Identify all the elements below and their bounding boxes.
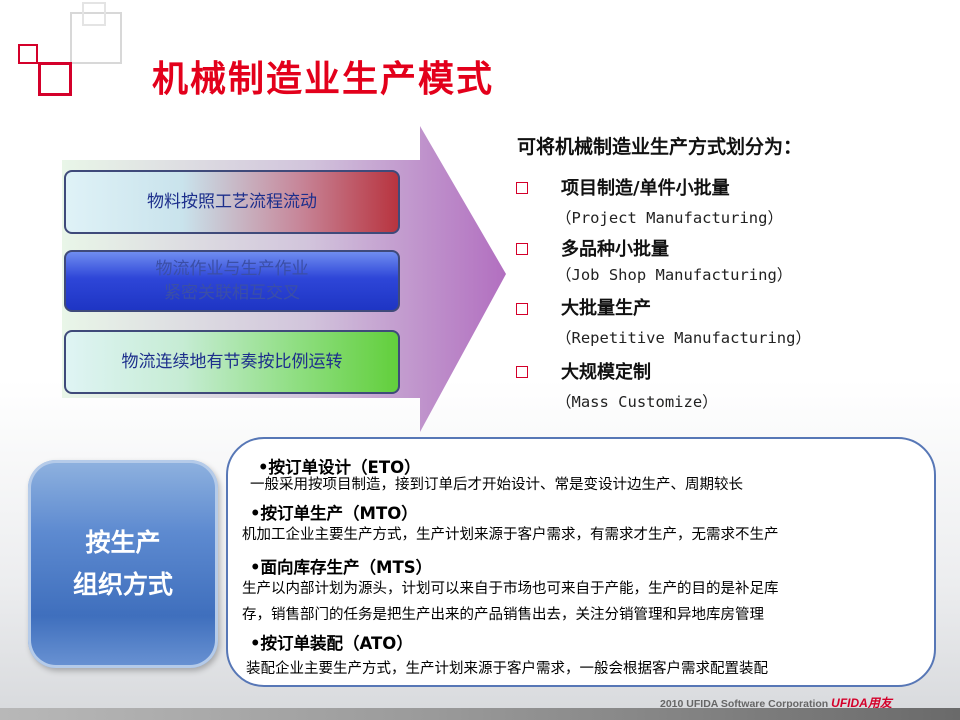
- footer-bar: [0, 708, 960, 720]
- organization-label-line1: 按生产: [85, 528, 161, 557]
- mode-desc-mts-line1: 生产以内部计划为源头，计划可以来自于市场也可来自于产能，生产的目的是补足库: [242, 581, 779, 597]
- mode-title-eto: •按订单设计（ETO）: [258, 458, 421, 477]
- mode-title-mto: •按订单生产（MTO）: [250, 504, 418, 523]
- category-name: 多品种小批量: [561, 239, 669, 260]
- process-box-continuous-flow: 物流连续地有节奏按比例运转: [64, 330, 400, 394]
- mode-desc-mto: 机加工企业主要生产方式，生产计划来源于客户需求，有需求才生产，无需求不生产: [242, 527, 779, 543]
- category-english: （Job Shop Manufacturing）: [556, 266, 793, 284]
- mode-desc-eto: 一般采用按项目制造，接到订单后才开始设计、常是变设计边生产、周期较长: [250, 477, 743, 493]
- process-box-label: 物流连续地有节奏按比例运转: [121, 352, 343, 372]
- page-title: 机械制造业生产模式: [152, 58, 495, 100]
- category-english: （Project Manufacturing）: [556, 209, 783, 227]
- checkbox-icon: [516, 182, 528, 194]
- production-modes-panel: [226, 437, 936, 687]
- mode-desc-ato: 装配企业主要生产方式，生产计划来源于客户需求，一般会根据客户需求配置装配: [246, 661, 768, 677]
- process-box-label-line2: 紧密关联相互交叉: [164, 283, 300, 303]
- footer: 2010 UFIDA Software Corporation UFIDA用友: [660, 694, 892, 711]
- checkbox-icon: [516, 366, 528, 378]
- category-name: 大批量生产: [561, 298, 651, 319]
- process-box-material-flow: 物料按照工艺流程流动: [64, 170, 400, 234]
- checkbox-icon: [516, 303, 528, 315]
- process-box-label: 物料按照工艺流程流动: [147, 192, 317, 212]
- organization-label-line2: 组织方式: [72, 570, 173, 599]
- mode-title-ato: •按订单装配（ATO）: [250, 634, 413, 653]
- category-english: （Repetitive Manufacturing）: [556, 329, 811, 347]
- mode-title-mts: •面向库存生产（MTS）: [250, 558, 433, 577]
- category-name: 大规模定制: [561, 362, 651, 383]
- process-box-label-line1: 物流作业与生产作业: [155, 259, 309, 279]
- footer-brand-logo: UFIDA用友: [831, 696, 892, 710]
- process-box-logistics-production: 物流作业与生产作业 紧密关联相互交叉: [64, 250, 400, 312]
- organization-label: 按生产 组织方式: [28, 460, 218, 668]
- category-name: 项目制造/单件小批量: [561, 178, 730, 199]
- classification-heading: 可将机械制造业生产方式划分为：: [517, 136, 803, 158]
- footer-copyright: 2010 UFIDA Software Corporation: [660, 698, 829, 710]
- checkbox-icon: [516, 243, 528, 255]
- mode-desc-mts-line2: 存，销售部门的任务是把生产出来的产品销售出去，关注分销管理和异地库房管理: [242, 607, 764, 623]
- category-english: （Mass Customize）: [556, 393, 718, 411]
- logo-squares-decoration: [0, 0, 140, 110]
